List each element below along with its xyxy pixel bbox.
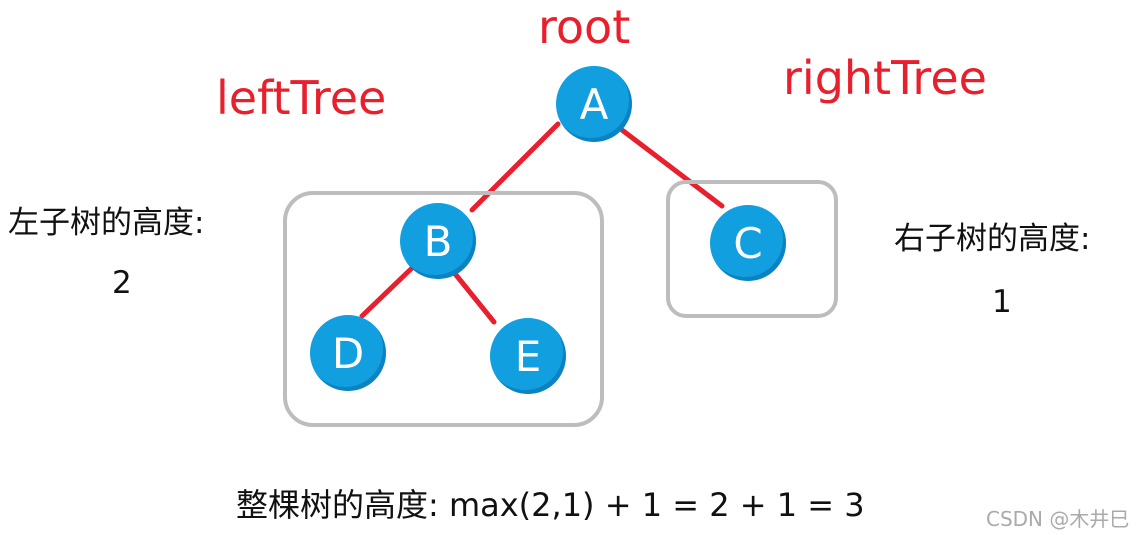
right-height-value: 1 <box>992 284 1012 320</box>
edge-a-b <box>469 121 561 213</box>
edge-b-d <box>359 265 415 319</box>
node-a: A <box>556 66 632 142</box>
node-b: B <box>400 203 476 279</box>
csdn-watermark: CSDN @木井巳 <box>986 507 1130 531</box>
left-subtree-box <box>283 191 604 427</box>
tree-height-formula: 整棵树的高度: max(2,1) + 1 = 2 + 1 = 3 <box>236 486 865 524</box>
node-e-label: E <box>514 331 542 381</box>
root-label: root <box>538 0 631 54</box>
node-d-label: D <box>331 328 365 378</box>
right-subtree-box <box>666 180 838 318</box>
edge-b-e <box>449 267 497 325</box>
node-e: E <box>490 318 566 394</box>
node-a-label: A <box>579 79 609 129</box>
left-height-title: 左子树的高度: <box>8 205 205 241</box>
node-b-label: B <box>423 216 453 266</box>
right-height-title: 右子树的高度: <box>894 221 1091 257</box>
left-height-value: 2 <box>112 265 132 301</box>
node-d: D <box>310 315 386 391</box>
left-tree-label: leftTree <box>216 71 387 125</box>
node-c: C <box>710 205 786 281</box>
edge-a-c <box>619 127 725 209</box>
node-c-label: C <box>733 218 763 268</box>
right-tree-label: rightTree <box>783 51 987 105</box>
